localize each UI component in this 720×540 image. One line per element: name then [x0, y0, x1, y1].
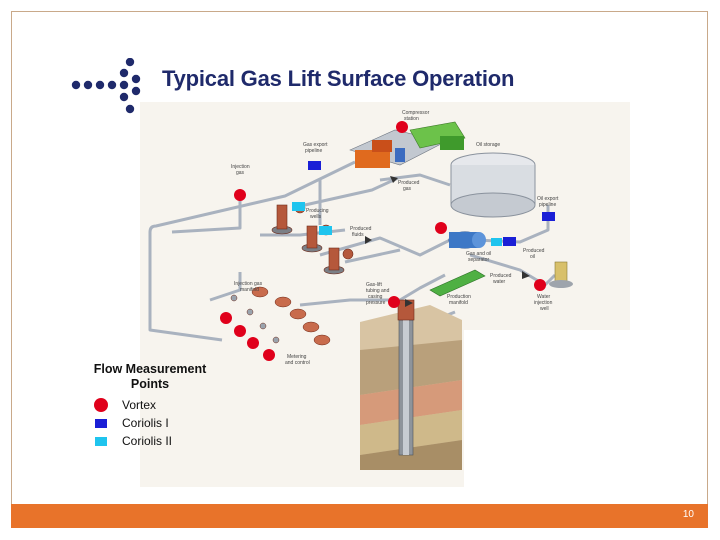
- legend-label: Coriolis I: [122, 416, 169, 430]
- label-injection-gas-manifold: Injection gas: [234, 281, 263, 287]
- coriolis-1-markers: [308, 161, 555, 246]
- label-produced-oil: Produced: [523, 248, 545, 254]
- label-tubing: Gas-lift: [366, 282, 382, 288]
- label-separator: Gas and oil: [466, 251, 491, 257]
- coriolis-2-point: [292, 202, 305, 211]
- vortex-markers: [220, 121, 546, 361]
- label-water-well: Water: [537, 294, 550, 300]
- vortex-point: [247, 337, 259, 349]
- legend-title-line1: Flow Measurement: [93, 362, 207, 376]
- subsurface-cross-section: [360, 299, 462, 470]
- label-produced-gas: Produced: [398, 180, 420, 186]
- svg-text:and control: and control: [285, 360, 310, 366]
- oil-storage-tank: [450, 152, 536, 218]
- svg-text:wells: wells: [310, 214, 322, 220]
- svg-text:pipeline: pipeline: [305, 148, 322, 154]
- label-metering: Metering: [287, 354, 307, 360]
- vortex-point: [435, 222, 447, 234]
- flow-arrows: [365, 176, 530, 307]
- legend-item-coriolis-2: Coriolis II: [94, 432, 220, 450]
- legend-label: Vortex: [122, 398, 157, 412]
- slide-title: Typical Gas Lift Surface Operation: [162, 66, 515, 91]
- svg-text:tubing and: tubing and: [366, 288, 390, 294]
- label-producing-wells: Producing: [306, 208, 329, 214]
- red-circle-icon: [94, 398, 108, 412]
- footer-bar: 10: [11, 504, 708, 528]
- svg-text:gas: gas: [403, 186, 412, 192]
- gas-lift-diagram: Compressor station Oil storage Gas expor…: [140, 102, 630, 487]
- svg-text:pressure: pressure: [366, 300, 386, 306]
- vortex-point: [388, 296, 400, 308]
- vortex-point: [234, 325, 246, 337]
- svg-text:fluids: fluids: [352, 232, 364, 238]
- label-produced-water: Produced: [490, 273, 512, 279]
- page-number: 10: [682, 509, 694, 520]
- coriolis-1-point: [542, 212, 555, 221]
- vortex-point: [234, 189, 246, 201]
- vortex-point: [396, 121, 408, 133]
- coriolis-2-point: [491, 238, 502, 246]
- coriolis-2-markers: [292, 202, 502, 246]
- svg-text:station: station: [404, 116, 419, 122]
- svg-text:well: well: [540, 306, 549, 312]
- label-produced-fluids: Produced: [350, 226, 372, 232]
- svg-text:manifold: manifold: [240, 287, 259, 293]
- coriolis-2-point: [319, 226, 332, 235]
- vortex-point: [534, 279, 546, 291]
- svg-text:gas: gas: [236, 170, 245, 176]
- svg-text:manifold: manifold: [449, 300, 468, 306]
- label-oil-storage: Oil storage: [476, 142, 500, 148]
- vortex-point: [263, 349, 275, 361]
- blue-square-icon: [95, 418, 107, 428]
- legend-title-line2: Points: [130, 377, 170, 391]
- label-gas-export: Gas export: [303, 142, 328, 148]
- production-manifold: [429, 269, 486, 297]
- label-oil-export: Oil export: [537, 196, 559, 202]
- legend-label: Coriolis II: [122, 434, 173, 448]
- coriolis-1-point: [308, 161, 321, 170]
- water-injection-well: [549, 261, 573, 288]
- diagram-labels: Compressor station Oil storage Gas expor…: [231, 110, 559, 366]
- label-production-manifold: Production: [447, 294, 471, 300]
- svg-text:pipeline: pipeline: [539, 202, 556, 208]
- compressor-station: [349, 121, 466, 168]
- coriolis-1-point: [503, 237, 516, 246]
- legend-item-vortex: Vortex: [94, 396, 220, 414]
- svg-text:injection: injection: [534, 300, 553, 306]
- legend-item-coriolis-1: Coriolis I: [94, 414, 220, 432]
- label-compressor: Compressor: [402, 110, 430, 116]
- gas-oil-separator: [448, 231, 486, 249]
- company-logo: [71, 58, 141, 114]
- label-injection-gas: Injection: [231, 164, 250, 170]
- cyan-square-icon: [95, 436, 107, 446]
- svg-text:oil: oil: [530, 254, 535, 260]
- injection-gas-manifold: [230, 286, 331, 346]
- svg-text:casing: casing: [368, 294, 383, 300]
- vortex-point: [220, 312, 232, 324]
- flow-measurement-legend: Flow Measurement Points Vortex Coriolis …: [80, 362, 220, 450]
- svg-text:water: water: [493, 279, 506, 285]
- svg-text:separator: separator: [468, 257, 489, 263]
